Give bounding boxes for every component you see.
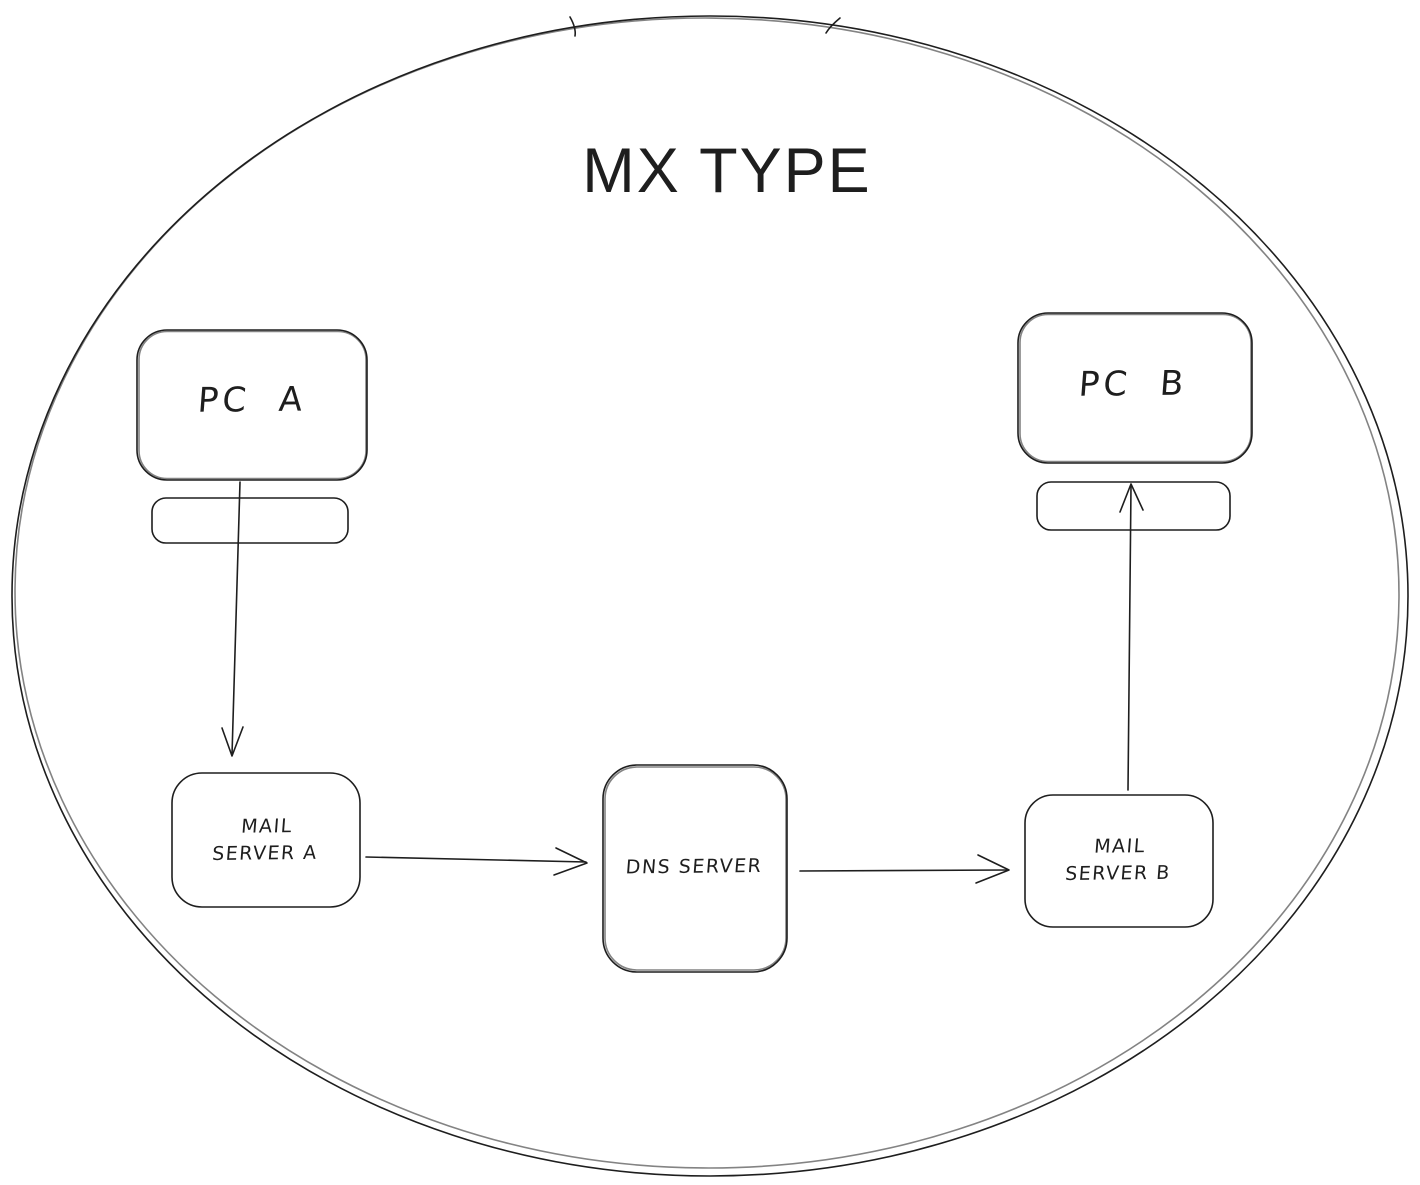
pc-a-box [136,329,368,481]
arrow-shaft [799,869,1009,872]
label-line: MAIL [240,815,294,838]
pc-b-rect-sketch [1019,313,1252,463]
arrow-head [975,854,1010,884]
label-line: SERVER A [211,841,319,865]
mail-server-b-label: MAIL SERVER B [1064,833,1174,887]
pc-a-rect [136,329,368,481]
ellipse-pen-hook-right [825,17,841,34]
pc-b-keyboard-box [1036,481,1231,531]
arrow-mail-server-a-to-dns-server [365,847,588,876]
pc-b-box [1017,312,1253,464]
dns-server-label: DNS SERVER [624,854,764,879]
pc-a-keyboard-box [151,497,349,544]
pc-a-rect-sketch [138,330,367,480]
arrow-dns-server-to-mail-server-b [799,854,1010,884]
arrow-head [221,726,244,757]
dns-server-rect-sketch [604,766,787,971]
network-boundary-ellipse [11,15,1409,1177]
arrow-head [553,847,588,876]
label-line: SERVER B [1064,861,1172,885]
mail-server-a-box [171,772,361,908]
arrow-mail-server-b-to-pc-b [1119,483,1144,791]
pc-b-rect [1017,312,1253,464]
label-line: MAIL [1093,835,1147,858]
ellipse-pen-hook-left [569,16,577,37]
arrow-shaft [365,856,587,863]
ellipse-stroke-1 [11,15,1409,1177]
pc-b-label: PC B [1077,363,1189,405]
dns-server-rect [602,764,788,973]
diagram-title: MX TYPE [582,135,872,206]
arrow-shaft [1127,485,1132,791]
mail-server-a-label: MAIL SERVER A [211,813,321,867]
pc-a-label: PC A [196,379,308,421]
ellipse-stroke-2 [14,17,1400,1169]
arrow-pc-a-to-mail-server-a [221,481,244,757]
arrow-shaft [231,481,241,756]
arrow-head [1119,483,1144,513]
mail-server-b-box [1024,794,1214,928]
dns-server-box [602,764,788,973]
